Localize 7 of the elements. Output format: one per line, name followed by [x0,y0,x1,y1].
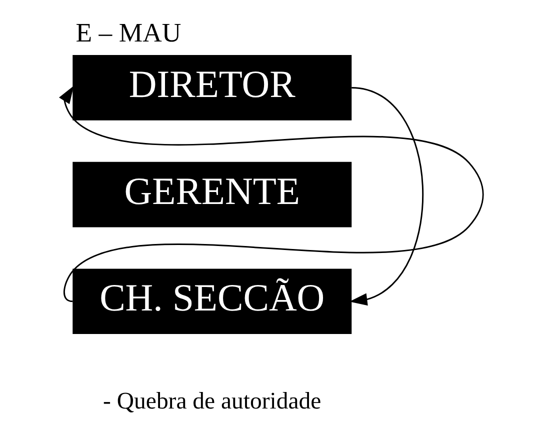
node-box: GERENTE [72,162,352,228]
node-box: DIRETOR [72,55,352,120]
node-box: CH. SECCÃO [72,268,352,334]
arrow [349,86,424,306]
arrow [58,86,484,302]
diagram-title: E – MAU [76,18,182,48]
label: - Quebra de autoridade [103,388,322,415]
